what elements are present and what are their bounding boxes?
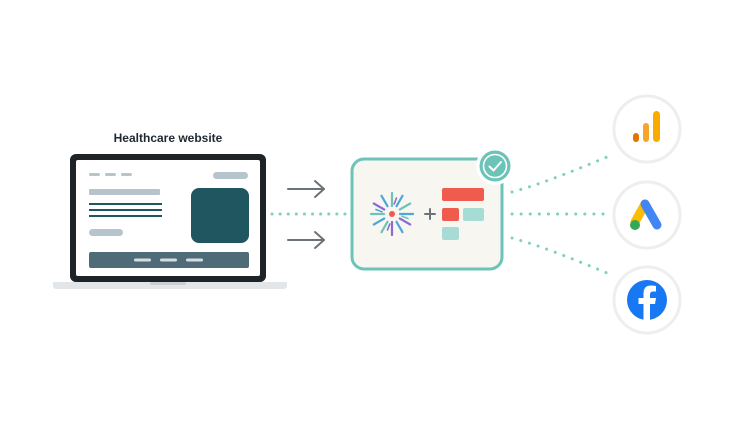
laptop-base (53, 282, 287, 289)
dotted-connector (510, 236, 614, 277)
text-line (89, 209, 162, 211)
footer-dash (160, 258, 177, 262)
badge-inner-ring (482, 153, 508, 179)
footer-dash (134, 258, 151, 262)
checkmark-icon (488, 161, 502, 172)
plus-icon (424, 208, 436, 220)
nav-dash (89, 173, 100, 176)
hero-image (191, 188, 249, 243)
nav-dash (105, 173, 116, 176)
text-line (89, 203, 162, 205)
text-line (89, 215, 162, 217)
integration-hub (350, 157, 504, 271)
destination-google-analytics (612, 94, 682, 164)
button-pill (89, 229, 123, 236)
arrow-icon (287, 231, 325, 249)
footer-dash (186, 258, 203, 262)
checkmark-badge (476, 147, 514, 185)
nav-dash (121, 173, 132, 176)
laptop-notch (150, 282, 186, 285)
google-ads-icon (630, 199, 662, 230)
website-label: Healthcare website (113, 131, 223, 145)
dotted-connector (510, 153, 614, 194)
destination-facebook (612, 265, 682, 335)
heading-bar (89, 189, 160, 195)
header-pill (213, 172, 248, 179)
laptop-illustration (53, 154, 287, 289)
arrow-icon (287, 180, 325, 198)
tag-manager-icon (442, 188, 484, 240)
destination-google-ads (612, 180, 682, 250)
tealium-starburst-icon (369, 191, 415, 237)
website-mockup (89, 172, 249, 268)
google-analytics-icon (633, 111, 660, 142)
facebook-icon (627, 280, 667, 320)
